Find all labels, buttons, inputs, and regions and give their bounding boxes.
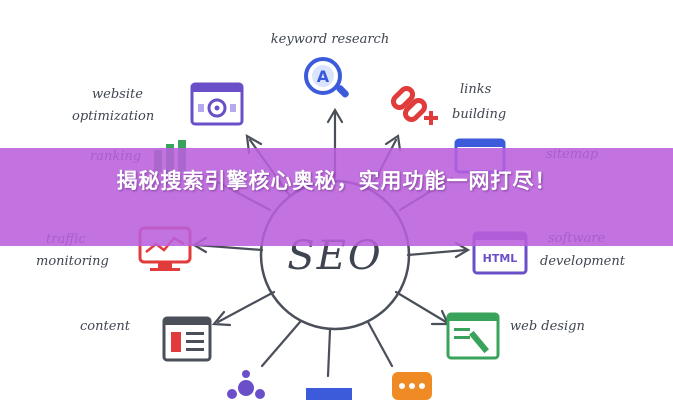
label-web-design: web design — [510, 319, 585, 334]
arrow-keyword-head — [326, 107, 344, 124]
label-building: building — [452, 107, 506, 122]
label-links: links — [460, 82, 492, 97]
arrow-bottom-left — [260, 320, 302, 368]
arrow-links-head — [384, 134, 402, 152]
network-icon — [227, 370, 265, 399]
website-optimization-icon — [190, 82, 244, 126]
monitor-icon — [306, 388, 352, 400]
arrow-bottom-right — [366, 320, 394, 368]
web-design-icon — [446, 312, 500, 360]
chat-bubble-icon — [392, 372, 432, 400]
magnifier-icon: A — [304, 57, 349, 98]
label-website: website — [92, 87, 143, 102]
arrow-content-head — [211, 310, 232, 327]
svg-text:A: A — [317, 67, 330, 86]
label-content: content — [80, 319, 131, 334]
banner-title: 揭秘搜索引擎核心奥秘，实用功能一网打尽！ — [116, 169, 557, 193]
svg-text:HTML: HTML — [483, 252, 518, 265]
arrow-bottom-mid — [326, 328, 332, 378]
content-document-icon — [162, 316, 212, 362]
arrow-software — [406, 248, 468, 257]
label-optimization: optimization — [72, 109, 154, 124]
label-development: development — [540, 254, 626, 269]
label-monitoring: monitoring — [36, 254, 109, 269]
chain-link-icon — [390, 85, 438, 125]
label-keyword-research: keyword research — [271, 32, 389, 47]
arrow-content — [216, 290, 276, 324]
title-banner — [0, 148, 673, 246]
arrow-webdesign — [394, 290, 448, 324]
arrow-website-head — [245, 133, 263, 155]
